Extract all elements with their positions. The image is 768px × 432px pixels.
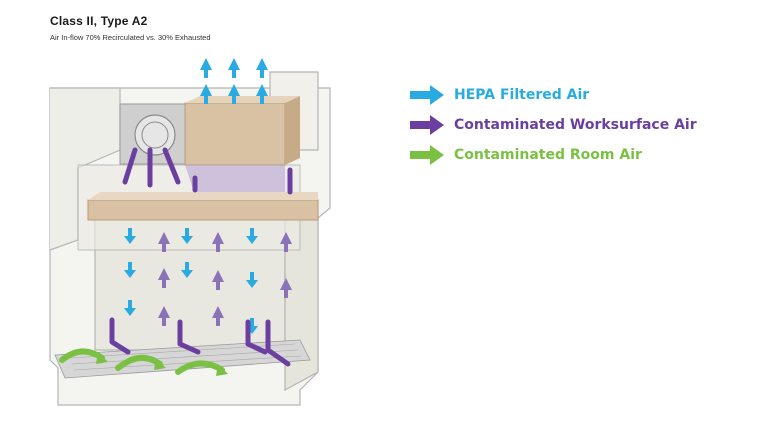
legend-item-hepa: HEPA Filtered Air (410, 85, 750, 105)
worksurface-upflow-arrows (158, 232, 292, 326)
legend-item-worksurface: Contaminated Worksurface Air (410, 115, 750, 135)
blower-housing (119, 103, 191, 165)
green-arrow-icon (410, 145, 444, 165)
supply-hepa-filter (87, 192, 319, 221)
blue-arrow-icon (410, 85, 444, 105)
purple-arrow-icon (410, 115, 444, 135)
legend-item-room: Contaminated Room Air (410, 145, 750, 165)
diagram-title: Class II, Type A2 (50, 14, 148, 28)
room-air-arrowheads (96, 352, 228, 376)
legend-label-room: Contaminated Room Air (454, 147, 642, 163)
legend: HEPA Filtered Air Contaminated Worksurfa… (410, 85, 750, 175)
recirculation-plenum (185, 165, 285, 195)
diagram-subtitle: Air In-flow 70% Recirculated vs. 30% Exh… (50, 33, 211, 42)
legend-label-hepa: HEPA Filtered Air (454, 87, 590, 103)
exhaust-hepa-filter (184, 96, 300, 166)
recirculation-arrows (122, 147, 293, 195)
grill-uptake-arrows (109, 317, 291, 367)
downflow-arrows (124, 228, 258, 334)
exhaust-arrows (200, 58, 268, 104)
legend-label-worksurface: Contaminated Worksurface Air (454, 117, 697, 133)
